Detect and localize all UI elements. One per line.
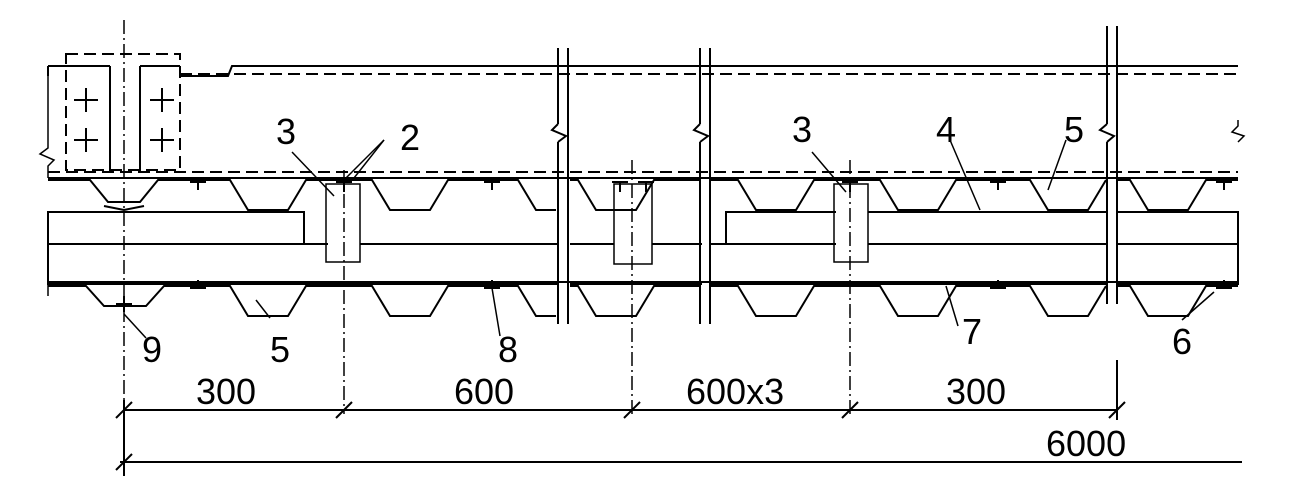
callout-4: 4 [936,109,956,150]
steel-column [47,20,181,470]
callout-3-right: 3 [792,109,812,150]
dimension-total-6000: 6000 [1046,423,1126,464]
callout-3-left: 3 [276,111,296,152]
fasteners [190,181,1232,289]
dimension-300-right: 300 [946,371,1006,412]
callout-labels: 2 3 3 4 5 5 6 7 8 9 [142,109,1192,370]
leader-lines [123,139,1215,339]
insulation-upper-right [725,211,1239,245]
break-lines [550,26,1118,324]
callout-2: 2 [400,117,420,158]
callout-5-top: 5 [1064,109,1084,150]
insulation-upper-left [47,211,305,245]
callout-7: 7 [962,311,982,352]
callout-6: 6 [1172,321,1192,362]
insulation-layers [47,188,1239,295]
lower-profiled-sheet [47,276,1238,317]
dimension-300-left: 300 [196,371,256,412]
callout-8: 8 [498,329,518,370]
panel-top-edge [180,65,1238,77]
dimension-lines [115,360,1242,476]
dimension-labels: 300 600 600x3 300 6000 [196,371,1126,464]
callout-9: 9 [142,329,162,370]
axis-lines [343,160,851,414]
callout-5-bottom: 5 [270,329,290,370]
bolt-icon [74,88,174,152]
dimension-600: 600 [454,371,514,412]
connectors [325,183,869,265]
dimension-600x3: 600x3 [686,371,784,412]
